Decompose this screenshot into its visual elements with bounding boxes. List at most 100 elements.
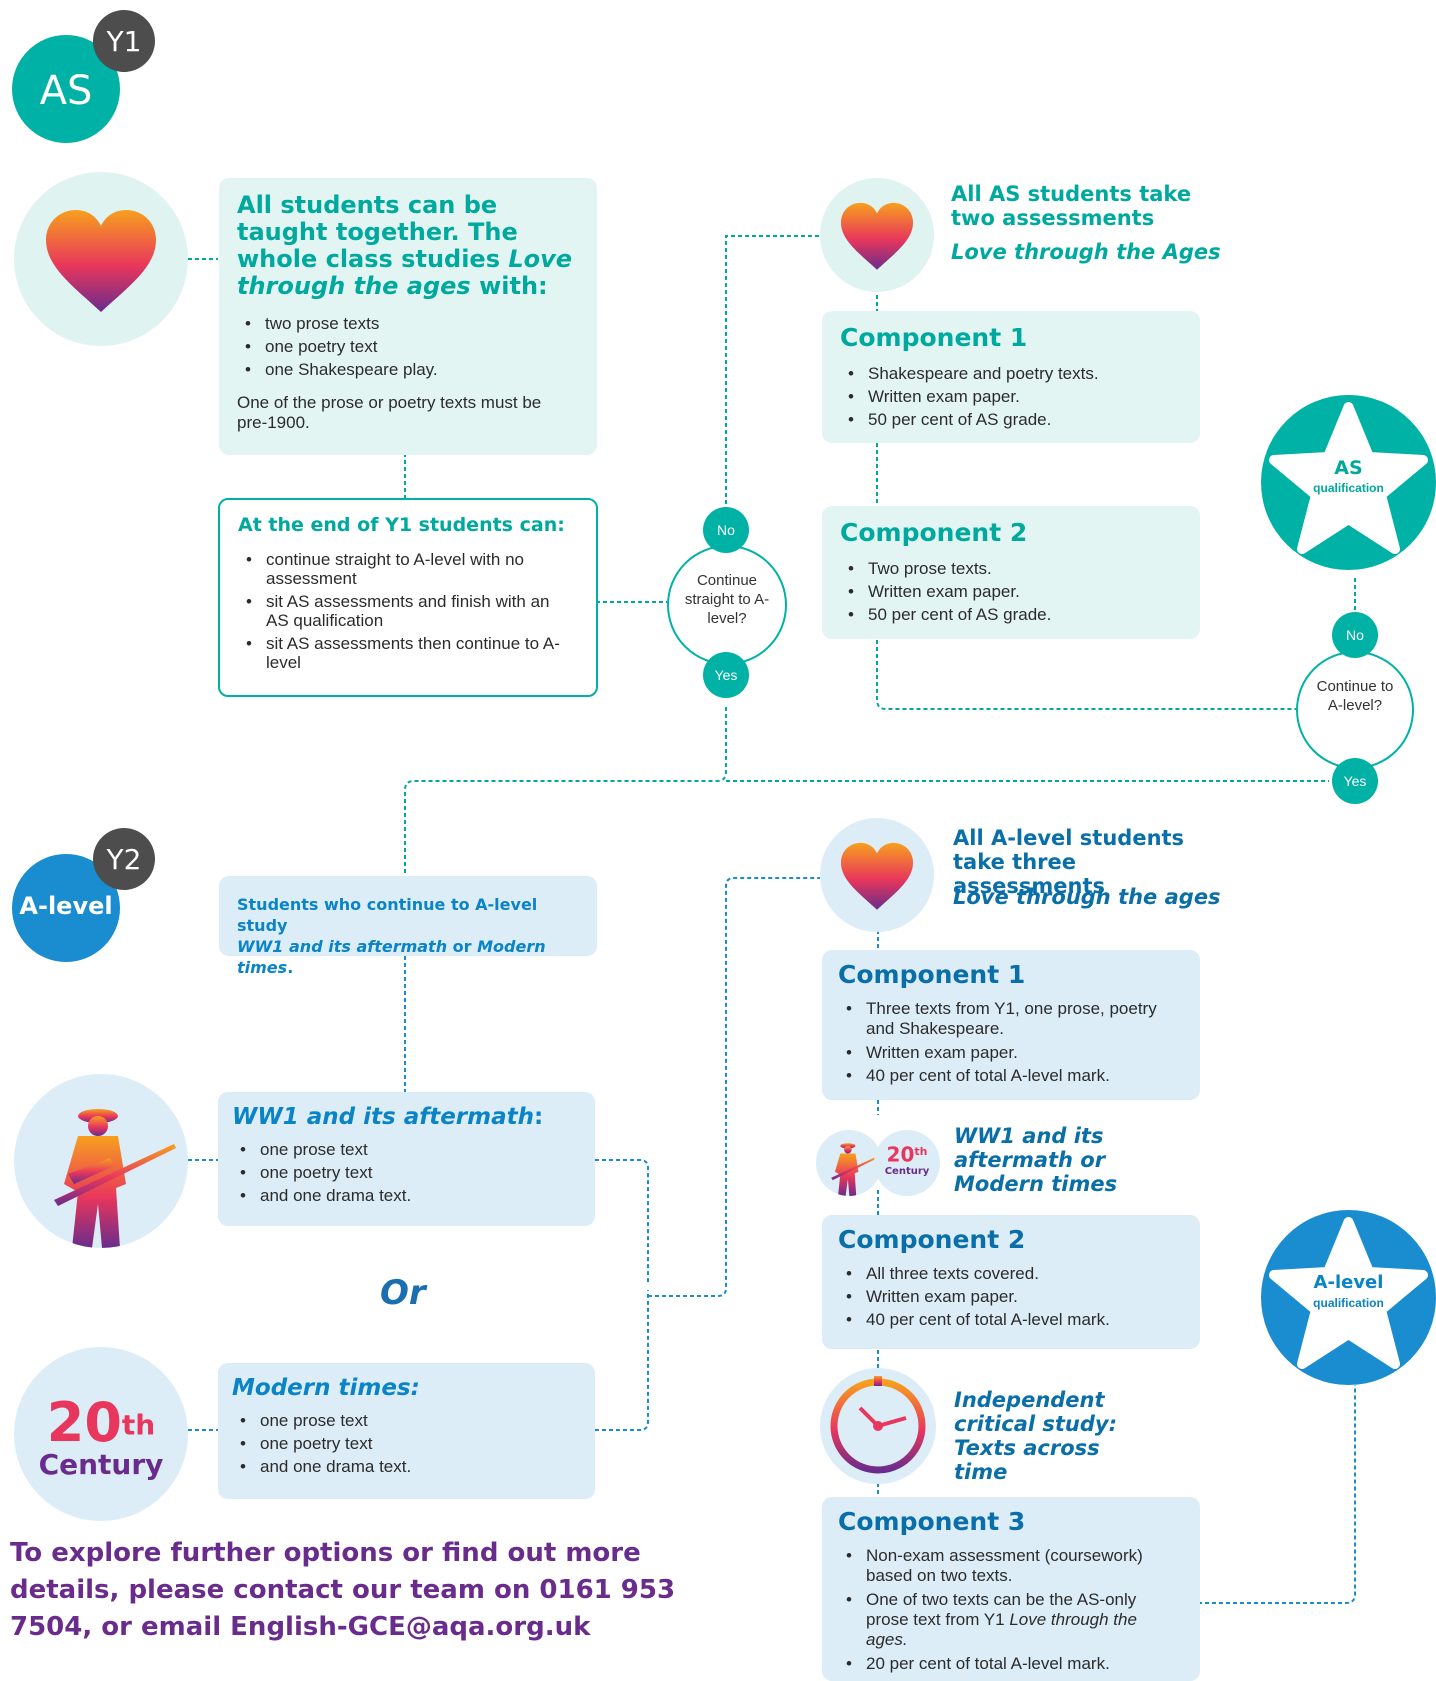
y1-intro-heading: All students can be taught together. The… bbox=[237, 192, 579, 300]
ww1-title-text: WW1 and its aftermath bbox=[232, 1104, 535, 1130]
ww1-title: WW1 and its aftermath: bbox=[232, 1104, 581, 1130]
list-item: one poetry text bbox=[232, 1163, 581, 1182]
modern-list: one prose text one poetry text and one d… bbox=[232, 1411, 581, 1476]
list-item: one poetry text bbox=[232, 1434, 581, 1453]
heart-icon bbox=[46, 210, 156, 312]
y2-badge-label: Y2 bbox=[106, 843, 142, 876]
star-icon bbox=[1269, 402, 1428, 554]
list-item: One of two texts can be the AS-only pros… bbox=[838, 1590, 1164, 1650]
independent-study-label: Independent critical study: Texts across… bbox=[954, 1388, 1117, 1484]
no-badge: No bbox=[703, 507, 749, 553]
list-item: one prose text bbox=[232, 1411, 581, 1430]
y1-intro-box: All students can be taught together. The… bbox=[219, 178, 597, 455]
as-badge-label: AS bbox=[39, 68, 93, 114]
ww1-box: WW1 and its aftermath: one prose text on… bbox=[218, 1092, 595, 1226]
al-component-3: Component 3 Non-exam assessment (coursew… bbox=[822, 1497, 1200, 1681]
alevel-assess-heading: All A-level students take three assessme… bbox=[953, 826, 1185, 898]
alevel-assess-subtitle: Love through the ages bbox=[953, 885, 1221, 909]
component-list: Two prose texts. Written exam paper. 50 … bbox=[840, 559, 1182, 624]
century-word: Century bbox=[38, 1448, 164, 1481]
list-item: sit AS assessments then continue to A-le… bbox=[238, 634, 568, 672]
y1-badge: Y1 bbox=[93, 10, 155, 72]
list-item: 50 per cent of AS grade. bbox=[840, 410, 1182, 429]
decision-question: Continue to A-level? bbox=[1316, 678, 1394, 714]
small-century-icon-circle: 20th Century bbox=[874, 1130, 940, 1196]
modern-times-box: Modern times: one prose text one poetry … bbox=[218, 1363, 595, 1499]
as-component-2: Component 2 Two prose texts. Written exa… bbox=[822, 506, 1200, 639]
list-item: one prose text bbox=[232, 1140, 581, 1159]
alevel-qualification-badge: A-level qualification bbox=[1261, 1210, 1436, 1385]
century-word: Century bbox=[884, 1166, 930, 1178]
al-component-2: Component 2 All three texts covered. Wri… bbox=[822, 1215, 1200, 1349]
list-item: Written exam paper. bbox=[838, 1287, 1184, 1306]
al-component-1: Component 1 Three texts from Y1, one pro… bbox=[822, 950, 1200, 1100]
contact-footer: To explore further options or find out m… bbox=[10, 1538, 676, 1642]
y1-end-heading: At the end of Y1 students can: bbox=[238, 514, 565, 536]
y1-intro-heading-text: All students can be taught together. The… bbox=[237, 191, 518, 273]
yes-badge: Yes bbox=[703, 652, 749, 698]
list-item: and one drama text. bbox=[232, 1186, 581, 1205]
century-suffix: th bbox=[121, 1408, 156, 1442]
continue-or: or bbox=[447, 937, 478, 956]
list-item: All three texts covered. bbox=[838, 1264, 1184, 1283]
list-item: 40 per cent of total A-level mark. bbox=[838, 1066, 1174, 1085]
y1-intro-heading-end: with: bbox=[470, 272, 548, 300]
component-title: Component 2 bbox=[840, 518, 1028, 547]
ww1-title-colon: : bbox=[534, 1104, 544, 1130]
y1-intro-note: One of the prose or poetry texts must be… bbox=[237, 393, 542, 432]
heart-icon bbox=[840, 842, 914, 910]
as-qualification-sub: qualification bbox=[1313, 481, 1384, 495]
century-icon-circle: 20th Century bbox=[14, 1347, 188, 1521]
ww1-list: one prose text one poetry text and one d… bbox=[232, 1140, 581, 1205]
as-qualification-title: AS bbox=[1334, 457, 1363, 479]
component-list: Shakespeare and poetry texts. Written ex… bbox=[840, 364, 1182, 429]
list-item-text: One of two texts can be the AS-only pros… bbox=[866, 1590, 1137, 1629]
component-title: Component 1 bbox=[840, 323, 1028, 352]
component-list: Three texts from Y1, one prose, poetry a… bbox=[838, 999, 1184, 1085]
y1-badge-label: Y1 bbox=[106, 25, 142, 58]
list-item: sit AS assessments and finish with an AS… bbox=[238, 592, 568, 630]
continue-modern: Modern times bbox=[237, 937, 546, 977]
decision-continue-straight: Continue straight to A-level? bbox=[667, 545, 787, 665]
list-item: 20 per cent of total A-level mark. bbox=[838, 1654, 1164, 1673]
decision-continue-alevel: Continue to A-level? bbox=[1296, 651, 1414, 769]
alevel-badge-label: A-level bbox=[19, 892, 113, 920]
continue-study-box: Students who continue to A-level study W… bbox=[219, 876, 597, 977]
list-item: Two prose texts. bbox=[840, 559, 1182, 578]
list-item: 40 per cent of total A-level mark. bbox=[838, 1310, 1184, 1329]
as-assess-subtitle: Love through the Ages bbox=[951, 240, 1221, 264]
list-item: one poetry text bbox=[237, 337, 579, 356]
clock-icon bbox=[830, 1376, 926, 1474]
no-label: No bbox=[1346, 627, 1364, 643]
century-icon: 20th Century bbox=[874, 1144, 940, 1180]
as-assess-heading: All AS students take two assessments bbox=[951, 182, 1192, 230]
y2-badge: Y2 bbox=[93, 828, 155, 890]
or-label: Or bbox=[380, 1273, 426, 1313]
decision-question: Continue straight to A-level? bbox=[684, 572, 770, 627]
y1-end-box: At the end of Y1 students can: continue … bbox=[218, 498, 598, 697]
as-qualification-badge: AS qualification bbox=[1261, 395, 1436, 570]
component-title: Component 2 bbox=[838, 1225, 1026, 1254]
component-list: All three texts covered. Written exam pa… bbox=[838, 1264, 1184, 1329]
list-item: Three texts from Y1, one prose, poetry a… bbox=[838, 999, 1174, 1039]
century-number: 20 bbox=[886, 1142, 915, 1167]
yes-label: Yes bbox=[714, 667, 738, 683]
clock-icon-circle bbox=[820, 1368, 936, 1484]
list-item: and one drama text. bbox=[232, 1457, 581, 1476]
component-list: Non-exam assessment (coursework) based o… bbox=[838, 1546, 1184, 1673]
small-soldier-icon-circle bbox=[816, 1130, 882, 1196]
continue-study-text: Students who continue to A-level study W… bbox=[237, 894, 579, 978]
soldier-icon bbox=[831, 1143, 878, 1196]
list-item: Written exam paper. bbox=[840, 582, 1182, 601]
list-item: one Shakespeare play. bbox=[237, 360, 579, 379]
list-item: 50 per cent of AS grade. bbox=[840, 605, 1182, 624]
soldier-icon bbox=[54, 1109, 176, 1248]
list-item: continue straight to A-level with no ass… bbox=[238, 550, 568, 588]
component-title: Component 3 bbox=[838, 1507, 1026, 1536]
yes-badge: Yes bbox=[1332, 758, 1378, 804]
list-item: Written exam paper. bbox=[840, 387, 1182, 406]
yes-label: Yes bbox=[1343, 773, 1367, 789]
y1-end-list: continue straight to A-level with no ass… bbox=[238, 550, 578, 672]
heart-icon bbox=[840, 202, 914, 270]
